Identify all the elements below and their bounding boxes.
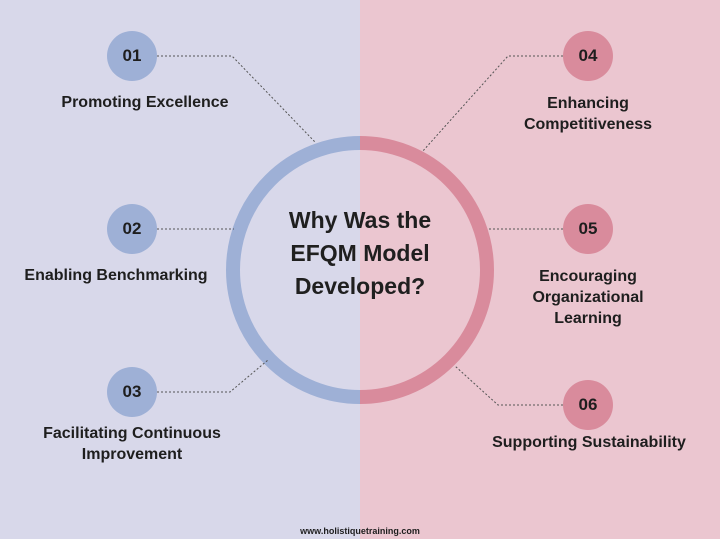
step-06-label: Supporting Sustainability	[492, 434, 686, 451]
step-04-badge: 04	[563, 31, 613, 81]
step-03-label: Facilitating Continuous Improvement	[43, 425, 221, 463]
center-ring-right	[359, 136, 494, 404]
connector-06	[454, 365, 563, 406]
step-05-label: Encouraging Organizational Learning	[532, 268, 644, 327]
step-06-badge: 06	[563, 380, 613, 430]
left-panel	[0, 0, 360, 539]
footer-url: www.holistiquetraining.com	[300, 526, 420, 536]
step-02-label: Enabling Benchmarking	[24, 267, 208, 284]
right-panel	[360, 0, 720, 539]
step-03-badge: 03	[107, 367, 157, 417]
step-02-badge: 02	[107, 204, 157, 254]
connector-01	[157, 55, 316, 143]
connector-04	[421, 55, 563, 153]
step-04-label: Enhancing Competitiveness	[523, 95, 653, 133]
step-01-badge: 01	[107, 31, 157, 81]
center-title: Why Was the EFQM Model Developed?	[288, 207, 432, 299]
connector-03	[157, 359, 269, 393]
step-05-badge: 05	[563, 204, 613, 254]
step-01-label: Promoting Excellence	[61, 94, 229, 111]
center-ring-left	[226, 136, 361, 404]
